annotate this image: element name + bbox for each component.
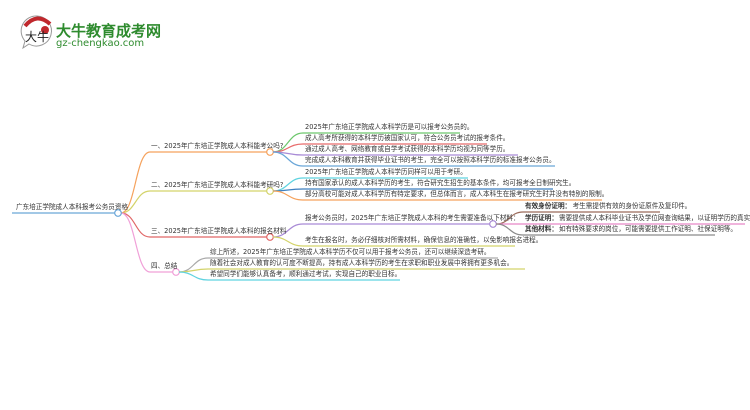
sub-title: 有效身份证明： [525,202,572,210]
branch-label: 一、2025年广东培正学院成人本科能考公吗? [151,142,284,150]
leaf-text: 2025年广东培正学院成人本科学历同样可以用于考研。 [305,168,467,176]
leaf-connector [272,190,304,201]
leaf-text: 2025年广东培正学院成人本科学历是可以报考公务员的。 [305,123,474,131]
sub-text: 如有特殊要求的岗位，可能需要提供工作证明、社保证明等。 [559,225,738,233]
leaf-connector [178,268,209,273]
leaf-text: 持有国家承认的成人本科学历的考生，符合研究生招生的基本条件，均可报考全日制研究生… [305,179,576,187]
leaf-text: 报考公务员时，2025年广东培正学院成人本科的考生需要准备以下材料： [305,214,520,222]
root-toggle[interactable] [114,209,122,217]
leaf-text: 随着社会对成人教育的认可度不断提高，持有成人本科学历的考生在求职和职业发展中将拥… [210,259,514,267]
leaf-text: 成人高考所获得的本科学历被国家认可，符合公务员考试的报考条件。 [305,134,510,142]
branch-label: 二、2025年广东培正学院成人本科能考研吗? [151,181,284,189]
leaf-text: 通过成人高考、网络教育或自学考试获得的本科学历均视为同等学历。 [305,145,510,153]
sub-title: 学历证明： [525,214,558,222]
leaf-text: 希望同学们能够认真备考，顺利通过考试，实现自己的职业目标。 [210,270,402,278]
leaf-text: 完成成人本科教育并获得毕业证书的考生，完全可以按照本科学历的标准报考公务员。 [305,156,556,164]
branch-connector [120,190,151,214]
branch-label: 三、2025年广东培正学院成人本科的报名材料 [151,227,287,235]
branch-connector [120,212,151,273]
logo-title: 大牛教育成考网 [56,22,162,40]
leaf-connector [272,236,304,247]
sub-text: 考生需提供有效的身份证原件及复印件。 [572,202,692,210]
leaf-text: 考生在报名时，务必仔细核对所需材料，确保信息的准确性，以免影响报名进程。 [305,236,543,244]
logo-mark-icon: 大牛 [20,15,52,50]
sub-text: 需要提供成人本科毕业证书及学位网查询结果，以证明学历的真实性。 [559,214,750,222]
leaf-connector [178,271,209,281]
logo-url: gz-chengkao.com [56,38,145,49]
branch-label: 四、总结 [151,262,178,270]
leaf-connector [272,151,304,167]
branch-connector [120,151,151,214]
sub-title: 其他材料： [525,225,558,233]
leaf-text: 部分高校可能对成人本科学历有特定要求，但总体而言，成人本科生在报考研究生时并没有… [305,190,609,198]
branch-connector [120,212,151,238]
sub-connector [495,223,524,236]
leaf-text: 综上所述，2025年广东培正学院成人本科学历不仅可以用于报考公务员，还可以继续深… [210,248,491,256]
root-topic: 广东培正学院成人本科报考公务员资格 [16,203,129,211]
svg-text:大牛: 大牛 [25,29,49,44]
